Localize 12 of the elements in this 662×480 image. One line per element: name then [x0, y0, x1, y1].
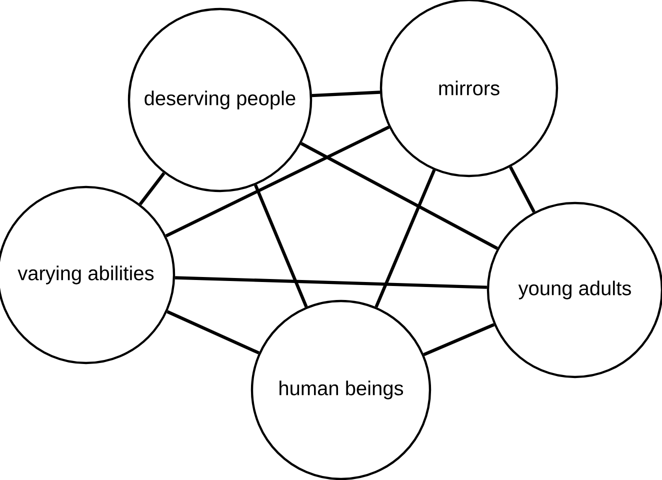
- circle-node: human beings: [250, 300, 432, 480]
- connector-line: [300, 142, 498, 250]
- connector-line: [175, 276, 487, 289]
- connector-line: [138, 172, 166, 206]
- connector-line: [423, 323, 495, 356]
- connector-line: [312, 90, 380, 98]
- circle-node: deserving people: [128, 8, 312, 192]
- connector-line: [165, 126, 390, 238]
- connector-line: [508, 166, 536, 213]
- connector-line: [166, 310, 260, 354]
- connector-line: [254, 184, 308, 308]
- connector-line: [374, 169, 436, 308]
